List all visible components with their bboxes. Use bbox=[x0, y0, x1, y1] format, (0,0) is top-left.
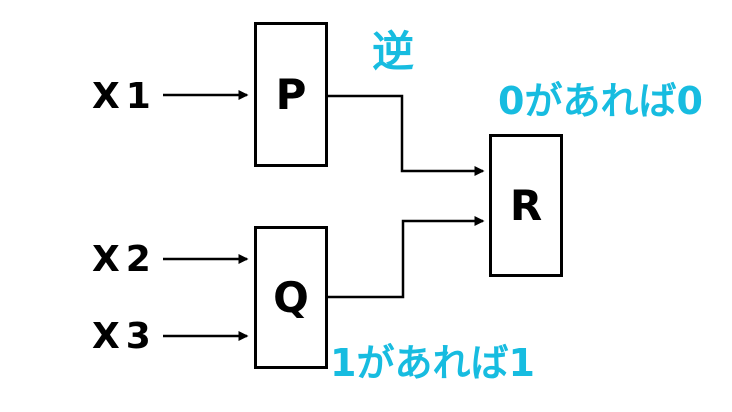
node-box-r: R bbox=[489, 134, 563, 277]
node-label-r: R bbox=[509, 181, 543, 230]
input-label-x3: X3 bbox=[92, 316, 157, 357]
node-label-q: Q bbox=[273, 273, 309, 322]
annotation-reverse: 逆 bbox=[372, 27, 415, 76]
annotation-zero-if-zero: 0があれば0 bbox=[498, 79, 703, 123]
node-box-p: P bbox=[254, 22, 328, 167]
node-box-q: Q bbox=[254, 226, 328, 369]
wire-p-to-r bbox=[326, 94, 485, 176]
node-label-p: P bbox=[275, 70, 307, 119]
annotation-one-if-one: 1があれば1 bbox=[330, 341, 535, 385]
input-label-x1: X1 bbox=[92, 76, 157, 117]
wire-q-to-r bbox=[326, 216, 485, 299]
input-label-x2: X2 bbox=[92, 239, 157, 280]
